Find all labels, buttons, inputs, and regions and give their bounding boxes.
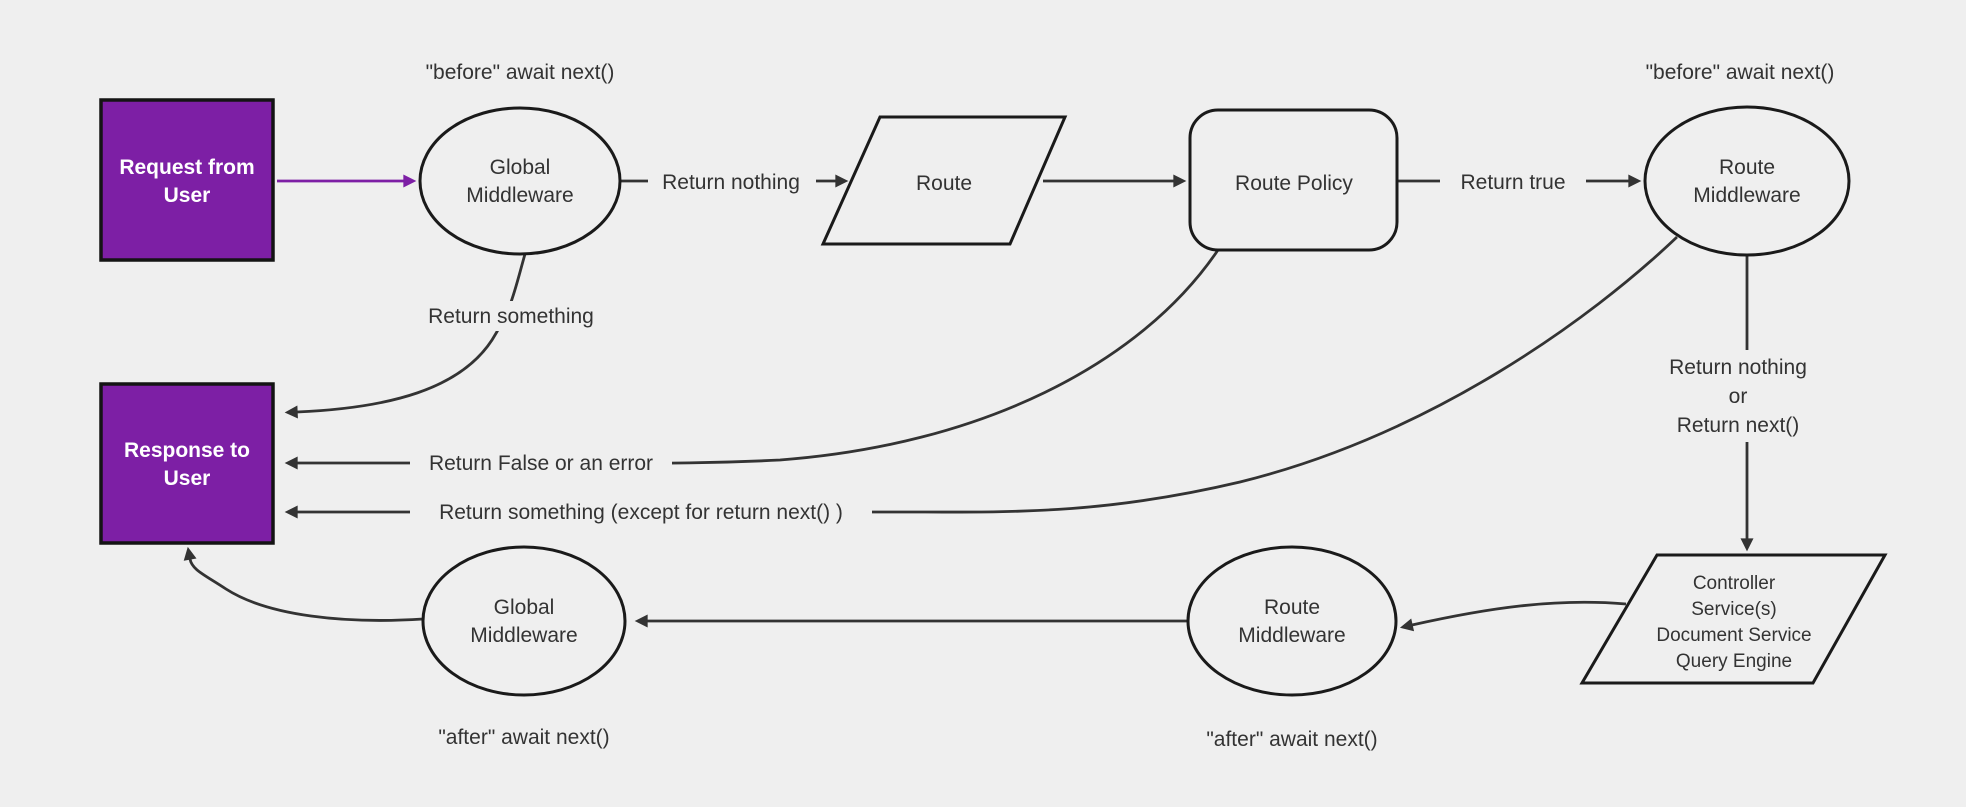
controller-services-label-line2: Service(s) [1691,599,1777,620]
label-return-something-except: Return something (except for return next… [439,501,843,524]
controller-services-parallelogram [1579,553,1888,685]
node-route-middleware-bottom: Route Middleware [1186,545,1398,697]
request-from-user-label-line2: User [164,184,211,207]
edge-labels: "before" await next() "before" await nex… [410,61,1834,751]
global-middleware-top-label-line2: Middleware [466,184,573,207]
route-middleware-bottom-ellipse [1186,545,1398,697]
request-from-user-label-line1: Request from [119,156,254,179]
label-mask-return-false-or-error [410,448,672,478]
response-to-user-label-line1: Response to [124,439,250,462]
label-mask-return-something-except [410,497,872,527]
route-policy-label: Route Policy [1235,172,1353,195]
label-before-await-next-global: "before" await next() [426,61,615,84]
label-return-nothing-or-line1: Return nothing [1669,356,1807,379]
response-to-user-box [99,382,275,545]
node-route-middleware-top: Route Middleware [1643,105,1851,257]
label-return-true: Return true [1460,171,1565,194]
request-from-user-box [99,98,275,262]
label-mask-return-something [416,301,606,331]
route-middleware-top-label-line2: Middleware [1693,184,1800,207]
label-return-something: Return something [428,305,594,328]
route-middleware-bottom-label-line1: Route [1264,596,1320,619]
label-after-await-next-route: "after" await next() [1206,728,1377,751]
controller-services-label-line4: Query Engine [1676,651,1792,672]
edges [183,174,1754,632]
label-return-nothing-or-line2: or [1729,385,1748,408]
edge-route-policy-return-false [284,249,1220,470]
route-middleware-bottom-label-line2: Middleware [1238,624,1345,647]
edge-route-middleware-return-something-except [284,235,1678,519]
node-controller-services: Controller Service(s) Document Service Q… [1579,553,1888,685]
global-middleware-top-ellipse [418,106,622,256]
route-middleware-top-ellipse [1643,105,1851,257]
node-response-to-user: Response to User [99,382,275,545]
label-mask-return-nothing [648,167,816,195]
route-label: Route [916,172,972,195]
global-middleware-top-label-line1: Global [490,156,551,179]
label-return-false-or-error: Return False or an error [429,452,653,475]
label-return-nothing: Return nothing [662,171,800,194]
route-policy-box [1188,108,1399,252]
label-after-await-next-global: "after" await next() [438,726,609,749]
controller-services-label-line1: Controller [1693,573,1776,594]
node-route: Route [820,115,1068,246]
node-global-middleware-top: Global Middleware [418,106,622,256]
label-mask-return-nothing-or [1650,350,1826,442]
global-middleware-bottom-label-line2: Middleware [470,624,577,647]
label-return-nothing-or-line3: Return next() [1677,414,1800,437]
label-before-await-next-route: "before" await next() [1646,61,1835,84]
node-route-policy: Route Policy [1188,108,1399,252]
edge-global-middleware-return-something [284,253,527,419]
node-global-middleware-bottom: Global Middleware [421,545,627,697]
label-mask-return-true [1440,167,1586,195]
edge-global-middleware-bottom-to-response [183,546,424,622]
edge-controller-to-route-middleware-bottom [1399,600,1627,632]
node-request-from-user: Request from User [99,98,275,262]
response-to-user-label-line2: User [164,467,211,490]
route-parallelogram [820,115,1068,246]
global-middleware-bottom-label-line1: Global [494,596,555,619]
route-middleware-top-label-line1: Route [1719,156,1775,179]
global-middleware-bottom-ellipse [421,545,627,697]
controller-services-label-line3: Document Service [1656,625,1811,646]
